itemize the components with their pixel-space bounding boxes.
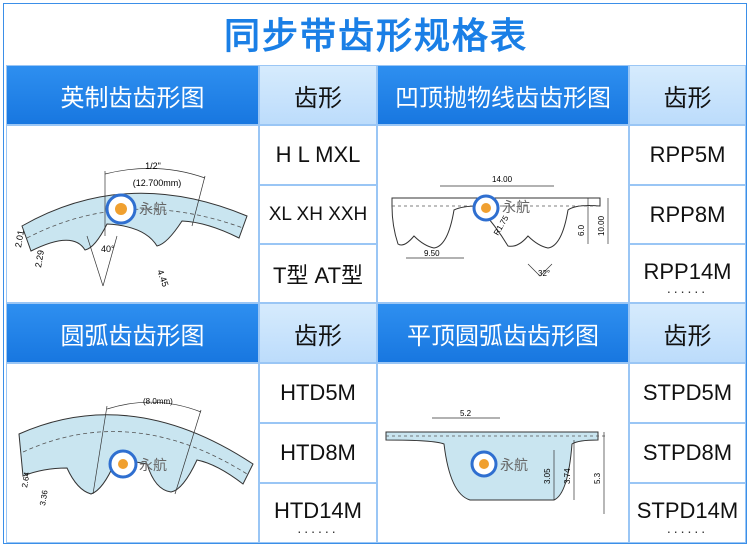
width-label: 4.45 [155, 268, 170, 288]
spec-cell: H L MXL [259, 125, 377, 185]
side-header-rpp: 齿形 [629, 65, 746, 125]
spec-label: RPP14M [643, 259, 732, 284]
htd-tooth-diagram: (8.0mm) 2.64 3.36 永航 [6, 363, 259, 543]
spec-table: 同步带齿形规格表 英制齿齿形图 齿形 凹顶抛物线齿齿形图 齿形 1/2" (12… [3, 3, 747, 544]
watermark: 永航 [139, 457, 167, 473]
spec-cell: RPP5M [629, 125, 746, 185]
spec-cell: T型 AT型 [259, 244, 377, 303]
spec-label: STPD14M [636, 498, 739, 523]
pitch-label: (8.0mm) [143, 397, 173, 406]
spec-cell: HTD8M [259, 423, 377, 483]
spec-cell: STPD8M [629, 423, 746, 483]
height-1-label: 2.01 [13, 229, 26, 248]
spec-cell: HTD14M ...... [259, 483, 377, 543]
section-header-imperial: 英制齿齿形图 [6, 65, 259, 125]
pitch-mm-label: (12.700mm) [133, 178, 182, 188]
side-header-htd: 齿形 [259, 303, 377, 363]
pitch-label: 1/2" [145, 161, 161, 171]
angle-label: 40° [101, 244, 115, 254]
more-indicator: ...... [666, 520, 709, 536]
height-3-label: 5.3 [593, 472, 602, 484]
top-width-label: 5.2 [460, 409, 472, 418]
angle-label: 32° [538, 269, 550, 278]
side-header-stpd: 齿形 [629, 303, 746, 363]
height-2-label: 2.29 [33, 249, 46, 268]
spec-cell: RPP14M ...... [629, 244, 746, 303]
rpp-tooth-diagram: 14.00 9.50 R1.75 6.0 10.00 32° 永航 [377, 125, 629, 303]
height-1-label: 3.05 [543, 468, 552, 484]
watermark: 永航 [139, 201, 167, 217]
page-title: 同步带齿形规格表 [223, 16, 528, 57]
imperial-tooth-diagram: 1/2" (12.700mm) 40° 2.01 2.29 4.45 永航 [6, 125, 259, 303]
watermark: 永航 [502, 199, 530, 215]
more-indicator: ...... [666, 280, 709, 296]
height-2-label: 3.36 [38, 489, 50, 506]
spec-cell: STPD14M ...... [629, 483, 746, 543]
spec-cell: HTD5M [259, 363, 377, 423]
spec-cell: STPD5M [629, 363, 746, 423]
spec-label: HTD14M [273, 498, 362, 523]
top-width-label: 14.00 [492, 175, 513, 184]
height-2-label: 3.74 [563, 468, 572, 484]
watermark: 永航 [500, 457, 528, 473]
spec-cell: XL XH XXH [259, 185, 377, 244]
height-1-label: 2.64 [20, 471, 32, 488]
spec-cell: RPP8M [629, 185, 746, 244]
height-1-label: 6.0 [577, 224, 586, 236]
section-header-stpd: 平顶圆弧齿齿形图 [377, 303, 629, 363]
more-indicator: ...... [297, 520, 339, 536]
section-header-rpp: 凹顶抛物线齿齿形图 [377, 65, 629, 125]
bottom-width-label: 9.50 [424, 249, 440, 258]
height-2-label: 10.00 [597, 215, 606, 236]
section-header-htd: 圆弧齿齿形图 [6, 303, 259, 363]
stpd-tooth-diagram: 5.2 3.05 3.74 5.3 永航 [377, 363, 629, 543]
side-header-imperial: 齿形 [259, 65, 377, 125]
